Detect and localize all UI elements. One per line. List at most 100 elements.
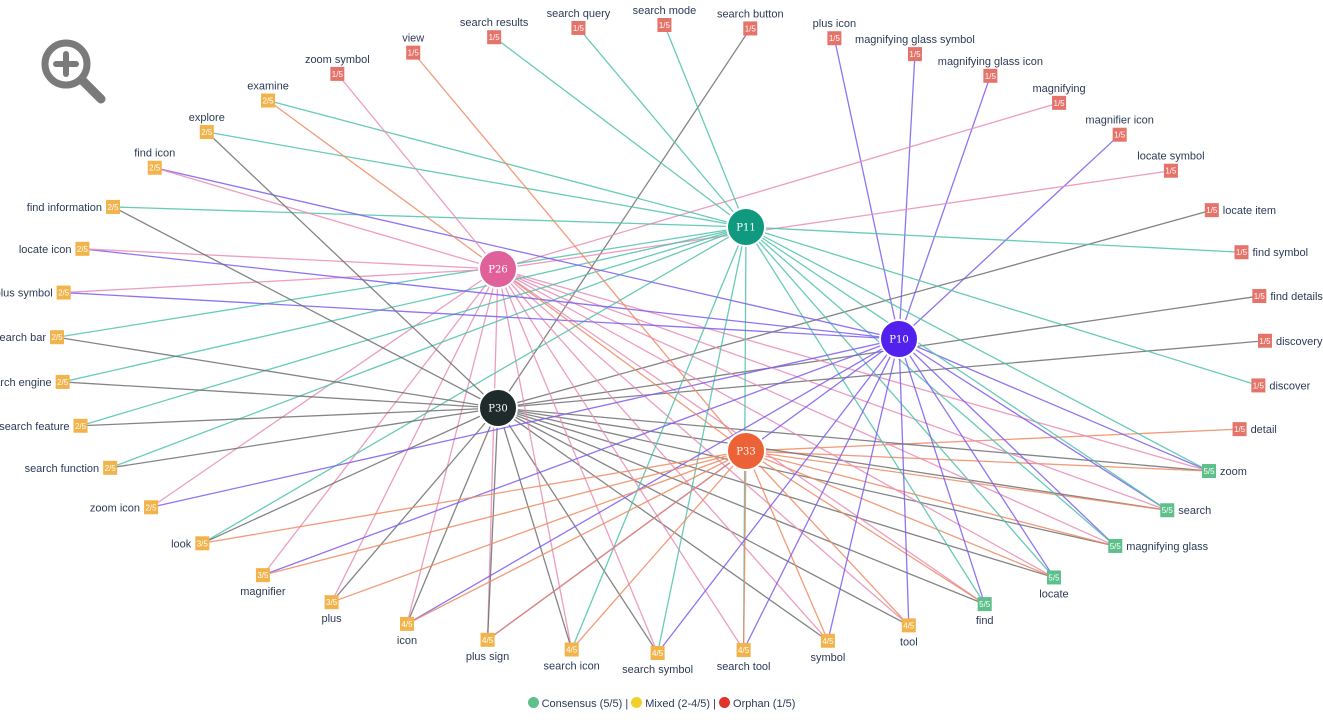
- term-badge[interactable]: [1160, 503, 1175, 518]
- term-badge[interactable]: [983, 68, 998, 83]
- hub-circle[interactable]: [478, 388, 518, 428]
- hub-circle[interactable]: [478, 249, 518, 289]
- term-badge[interactable]: [480, 632, 495, 647]
- term-badge[interactable]: [1112, 127, 1127, 142]
- term-badge[interactable]: [50, 330, 65, 345]
- term-badge[interactable]: [743, 21, 758, 36]
- hub-node-p11[interactable]: P11: [726, 207, 766, 247]
- term-badge[interactable]: [324, 595, 339, 610]
- term-badge[interactable]: [1052, 95, 1067, 110]
- term-badge[interactable]: [106, 199, 121, 214]
- hub-circle[interactable]: [726, 207, 766, 247]
- term-badge[interactable]: [827, 31, 842, 46]
- term-badge[interactable]: [1252, 289, 1267, 304]
- term-badge[interactable]: [650, 645, 665, 660]
- term-badge[interactable]: [56, 285, 71, 300]
- term-badge[interactable]: [75, 241, 90, 256]
- term-badge[interactable]: [1046, 570, 1061, 585]
- term-badge[interactable]: [400, 616, 415, 631]
- term-badge[interactable]: [657, 18, 672, 33]
- term-badge[interactable]: [1234, 245, 1249, 260]
- term-badge[interactable]: [103, 460, 118, 475]
- zoom-in-button[interactable]: [38, 36, 110, 108]
- term-badge[interactable]: [330, 66, 345, 81]
- term-badge[interactable]: [1251, 378, 1266, 393]
- term-badge[interactable]: [147, 160, 162, 175]
- term-badge[interactable]: [571, 20, 586, 35]
- term-badge[interactable]: [1232, 422, 1247, 437]
- term-badge[interactable]: [1163, 163, 1178, 178]
- term-badge[interactable]: [901, 618, 916, 633]
- term-badge[interactable]: [1204, 203, 1219, 218]
- term-badge[interactable]: [195, 536, 210, 551]
- edge-p30: [497, 407, 1210, 472]
- hub-node-p10[interactable]: P10: [879, 319, 919, 359]
- term-badge[interactable]: [1257, 333, 1272, 348]
- hub-node-p30[interactable]: P30: [478, 388, 518, 428]
- term-badge[interactable]: [55, 374, 70, 389]
- term-badge[interactable]: [1108, 538, 1123, 553]
- term-badge[interactable]: [199, 125, 214, 140]
- term-badge[interactable]: [977, 597, 992, 612]
- term-badge[interactable]: [144, 500, 159, 515]
- term-badge[interactable]: [736, 643, 751, 658]
- term-badge[interactable]: [406, 45, 421, 60]
- term-badge[interactable]: [487, 30, 502, 45]
- hub-node-p33[interactable]: P33: [726, 431, 766, 471]
- term-badge[interactable]: [261, 93, 276, 108]
- hub-circle[interactable]: [879, 319, 919, 359]
- term-badge[interactable]: [564, 642, 579, 657]
- term-badge[interactable]: [73, 418, 88, 433]
- term-badge[interactable]: [820, 633, 835, 648]
- term-badge[interactable]: [907, 47, 922, 62]
- hub-node-p26[interactable]: P26: [478, 249, 518, 289]
- term-badge[interactable]: [1202, 464, 1217, 479]
- hub-circle[interactable]: [726, 431, 766, 471]
- term-badge[interactable]: [255, 568, 270, 583]
